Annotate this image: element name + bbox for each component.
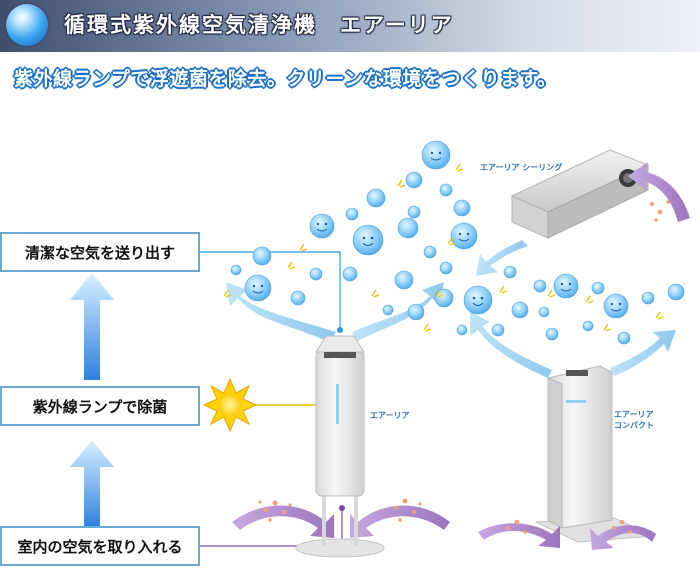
- compact-unit: [535, 365, 655, 543]
- blue-orb-icon: [6, 4, 48, 46]
- outflow-arrow-right: [352, 282, 444, 342]
- ceiling-outflow-arrow: [476, 240, 528, 276]
- bubble-smiles: [252, 157, 622, 312]
- header-bar: 循環式紫外線空気清浄機 エアーリア: [0, 0, 700, 52]
- germ-bubbles: [230, 140, 685, 345]
- sparkle-marks: [223, 163, 664, 332]
- label-compact-unit-line1: エアーリア: [614, 410, 654, 419]
- compact-outflow-arrow-left: [470, 312, 552, 378]
- page-title: 循環式紫外線空気清浄機 エアーリア: [64, 13, 454, 37]
- compact-intake-arrow-left: [478, 523, 560, 548]
- label-ceiling-unit: エアーリア シーリング: [480, 163, 563, 172]
- flow-arrow-up-upper: [70, 273, 114, 380]
- flow-arrow-up-lower: [70, 440, 114, 528]
- ceiling-unit: [510, 149, 650, 239]
- outflow-arrow-left: [226, 282, 336, 342]
- bubble-faces: [252, 151, 622, 306]
- connector-dot-top: [337, 327, 343, 333]
- intake-arrow-right: [350, 505, 450, 538]
- tagline: 紫外線ランプで浮遊菌を除去。クリーンな環境をつくります。: [14, 68, 557, 90]
- intake-arrow-left: [232, 505, 334, 538]
- ceiling-intake-arrow: [628, 162, 690, 222]
- connector-line-top: [200, 251, 341, 330]
- label-tower-unit: エアーリア: [370, 411, 410, 420]
- compact-intake-arrow-right: [590, 525, 656, 550]
- connector-dot-bottom: [339, 505, 345, 511]
- step-box-send-clean-air: 清潔な空気を送り出す: [0, 232, 200, 272]
- step-box-uv-sterilize: 紫外線ランプで除菌: [0, 386, 200, 426]
- label-compact-unit-line2: コンパクト: [614, 421, 654, 430]
- compact-outflow-arrow-right: [610, 330, 676, 376]
- tower-unit: [295, 335, 385, 558]
- uv-sun-icon: [202, 377, 258, 433]
- dust-particles: [258, 200, 670, 534]
- step-box-intake-air: 室内の空気を取り入れる: [0, 526, 200, 566]
